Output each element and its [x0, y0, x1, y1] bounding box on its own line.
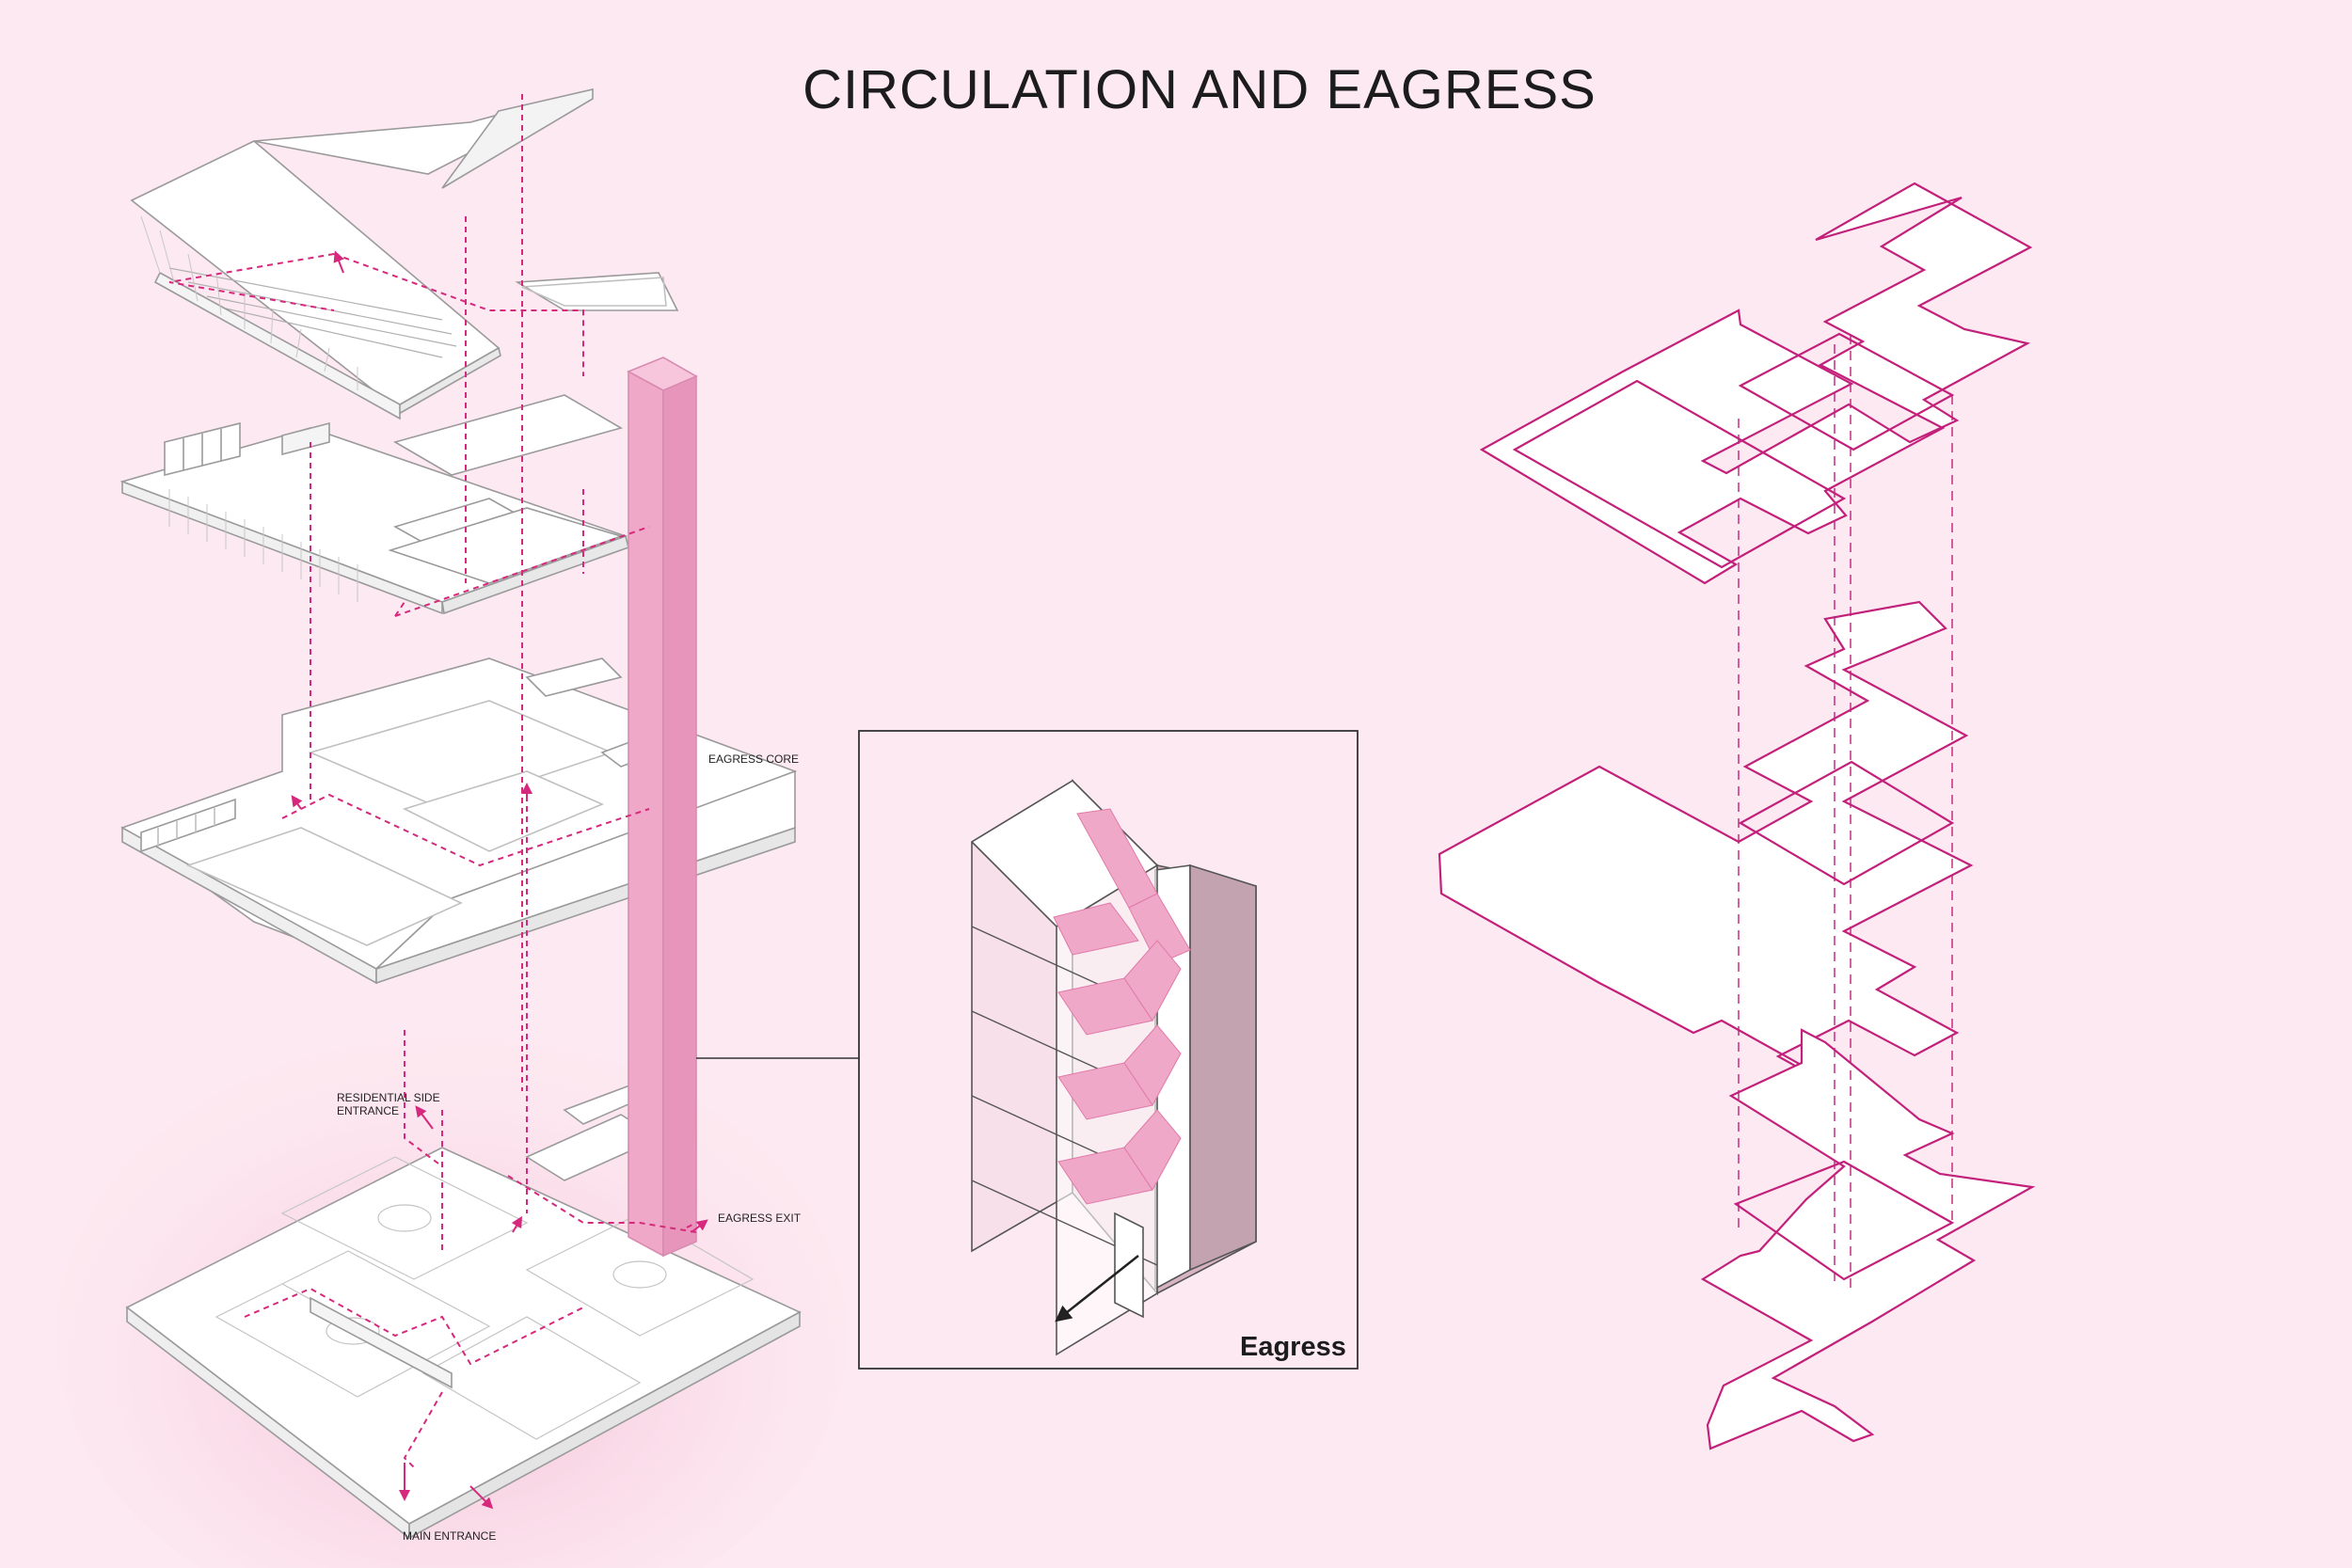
roof-level — [130, 87, 679, 420]
arrow-eagress-exit — [691, 1219, 708, 1233]
ground-level — [125, 1081, 802, 1540]
arrow-main-entrance-2 — [469, 1485, 494, 1510]
floor-outline-top — [1479, 182, 2033, 585]
label-eagress-core: EAGRESS CORE — [708, 752, 800, 766]
eagress-core-column — [627, 356, 698, 1258]
floor-outline-middle — [1438, 600, 1974, 1104]
arrow-ground-mid — [511, 1215, 523, 1233]
third-level — [119, 394, 629, 615]
circulation-arrows — [291, 250, 708, 1510]
page-title: CIRCULATION AND EAGRESS — [803, 59, 1597, 120]
floor-outline-bottom — [1700, 1028, 2036, 1450]
inset-label: Eagress — [1240, 1332, 1346, 1362]
label-main-entrance: MAIN ENTRANCE — [403, 1529, 497, 1543]
arrow-second-level — [291, 795, 303, 810]
arrow-residential — [415, 1105, 434, 1130]
label-eagress-exit: EAGRESS EXIT — [718, 1212, 802, 1225]
label-residential-entrance: RESIDENTIAL SIDE ENTRANCE — [337, 1091, 440, 1117]
arrow-up-roof — [333, 250, 344, 274]
circulation-paths — [168, 94, 697, 1468]
axonometric-building — [119, 87, 802, 1540]
inset-stair-core — [970, 779, 1257, 1356]
inset-exit-arrow — [1055, 1255, 1139, 1323]
floor-outlines — [1438, 182, 2036, 1450]
